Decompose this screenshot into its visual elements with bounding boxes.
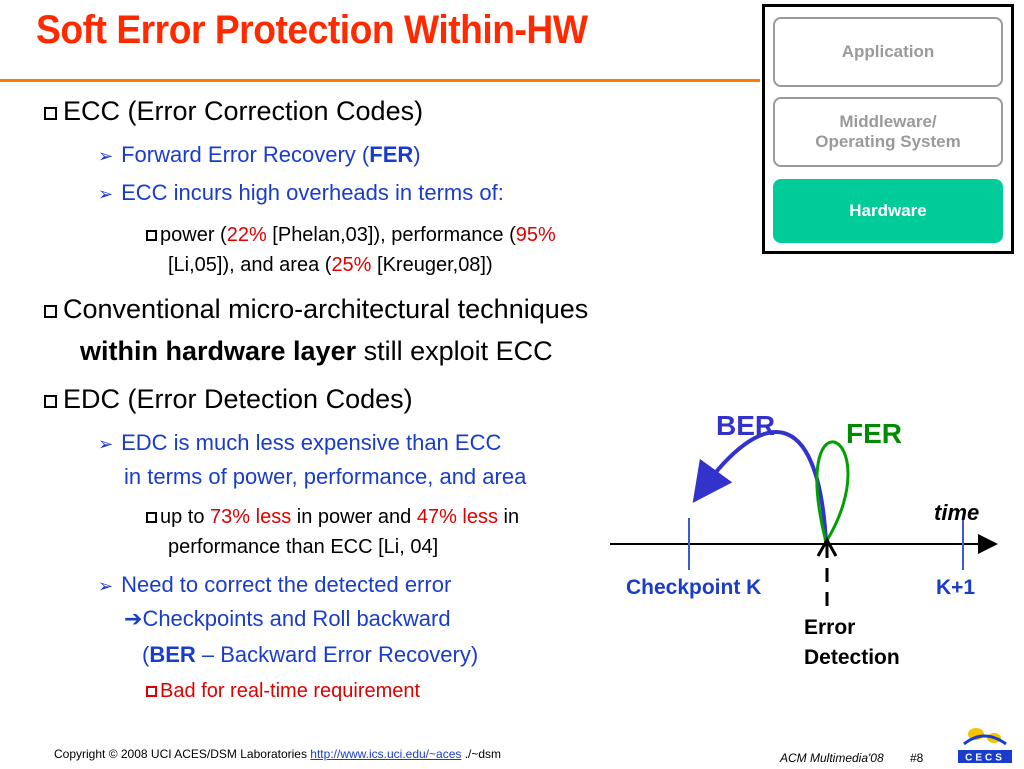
footer-venue: ACM Multimedia'08: [780, 751, 884, 765]
bullet-square-icon: [146, 686, 157, 697]
conv-bold: within hardware layer: [80, 336, 357, 366]
edc-cheap-line2: in terms of power, performance, and area: [124, 464, 527, 489]
bullet-fer: ➢ Forward Error Recovery (FER): [98, 140, 421, 171]
link-suffix: ./~dsm: [461, 747, 502, 761]
cecs-logo-text: CECS: [965, 753, 1005, 764]
layer-middleware-line2: Operating System: [815, 132, 961, 151]
ber-curve: [692, 430, 828, 543]
ber-label: BER: [716, 410, 776, 441]
edc-cheap-line1: EDC is much less expensive than ECC: [121, 430, 502, 455]
bullet-ecc: ECC (Error Correction Codes): [44, 94, 423, 128]
layer-hardware: Hardware: [773, 179, 1003, 243]
arrowhead-bullet-icon: ➢: [98, 434, 114, 454]
bullet-conventional: Conventional micro-architectural techniq…: [44, 292, 588, 326]
bullet-need-correct: ➢ Need to correct the detected error: [98, 570, 451, 601]
footer-copyright: Copyright © 2008 UCI ACES/DSM Laboratori…: [54, 747, 501, 761]
ecc-overhead-text: ECC incurs high overheads in terms of:: [121, 180, 504, 205]
fer-loop: [815, 440, 850, 543]
upto-a: up to: [160, 506, 211, 528]
power-text-b: [Phelan,03]), performance (: [266, 224, 516, 246]
bullet-ecc-overhead: ➢ ECC incurs high overheads in terms of:: [98, 178, 504, 209]
conv-rest: still exploit ECC: [356, 336, 553, 366]
need-line3-b: – Backward Error Recovery): [195, 642, 479, 667]
title-underline: [0, 79, 760, 82]
bullet-upto: up to 73% less in power and 47% less in: [146, 502, 519, 532]
bullet-edc: EDC (Error Detection Codes): [44, 382, 413, 416]
need-line2: ➔Checkpoints and Roll backward: [124, 604, 451, 634]
perf-pct: 95%: [515, 224, 556, 246]
area-text-a: [Li,05]), and area (: [168, 254, 332, 276]
need-line3-a: (: [142, 642, 150, 667]
upto-pct2: 47% less: [416, 506, 498, 528]
area-pct: 25%: [331, 254, 372, 276]
bullet-square-icon: [44, 305, 57, 318]
conv-line1: Conventional micro-architectural techniq…: [63, 294, 589, 324]
arrowhead-bullet-icon: ➢: [98, 146, 114, 166]
right-arrow-icon: ➔: [124, 606, 143, 631]
bullet-edc-cheap: ➢ EDC is much less expensive than ECC: [98, 428, 501, 459]
k1-label: K+1: [936, 576, 976, 599]
bullet-square-icon: [44, 395, 57, 408]
bullet-square-icon: [146, 230, 157, 241]
area-text-b: [Kreuger,08]): [371, 254, 493, 276]
layer-middleware: Middleware/ Operating System: [773, 97, 1003, 167]
bullet-area: [Li,05]), and area (25% [Kreuger,08]): [168, 250, 493, 280]
footer-page-number: #8: [910, 751, 924, 765]
fer-bold: FER: [369, 142, 414, 167]
bullet-conventional-line2: within hardware layer still exploit ECC: [80, 334, 553, 368]
arrowhead-bullet-icon: ➢: [98, 576, 114, 596]
time-label: time: [934, 500, 980, 525]
upto-line2: performance than ECC [Li, 04]: [168, 536, 439, 558]
bullet-square-icon: [44, 107, 57, 120]
error-label-line2: Detection: [804, 646, 900, 669]
upto-b: in power and: [291, 506, 417, 528]
layer-middleware-line1: Middleware/: [839, 112, 937, 131]
bullet-power: power (22% [Phelan,03]), performance (95…: [146, 220, 556, 250]
error-arrowhead: [816, 536, 838, 557]
edc-text: EDC (Error Detection Codes): [63, 384, 413, 414]
power-pct: 22%: [226, 224, 267, 246]
power-text-a: power (: [160, 224, 227, 246]
fer-prefix: Forward Error Recovery (: [121, 142, 370, 167]
copyright-text: Copyright © 2008 UCI ACES/DSM Laboratori…: [54, 747, 311, 761]
cecs-logo: CECS: [956, 722, 1014, 764]
upto-c: in: [498, 506, 520, 528]
error-label-line1: Error: [804, 616, 856, 639]
need-ber: BER: [149, 642, 196, 667]
bullet-square-icon: [146, 512, 157, 523]
checkpoint-k-label: Checkpoint K: [626, 576, 762, 599]
bullet-ecc-text: ECC (Error Correction Codes): [63, 96, 424, 126]
layer-stack: Application Middleware/ Operating System…: [762, 4, 1014, 254]
slide-title: Soft Error Protection Within-HW: [36, 8, 588, 52]
fer-label: FER: [846, 418, 902, 449]
arrowhead-bullet-icon: ➢: [98, 184, 114, 204]
need-line1: Need to correct the detected error: [121, 572, 452, 597]
layer-application: Application: [773, 17, 1003, 87]
fer-suffix: ): [413, 142, 421, 167]
need-line3: (BER – Backward Error Recovery): [142, 640, 478, 670]
need-line2-text: Checkpoints and Roll backward: [142, 606, 451, 631]
aces-link[interactable]: http://www.ics.uci.edu/~aces: [310, 747, 462, 761]
upto-pct1: 73% less: [210, 506, 292, 528]
bullet-bad: Bad for real-time requirement: [146, 676, 420, 706]
bad-text: Bad for real-time requirement: [160, 680, 421, 702]
cecs-logo-icon: CECS: [958, 728, 1012, 764]
